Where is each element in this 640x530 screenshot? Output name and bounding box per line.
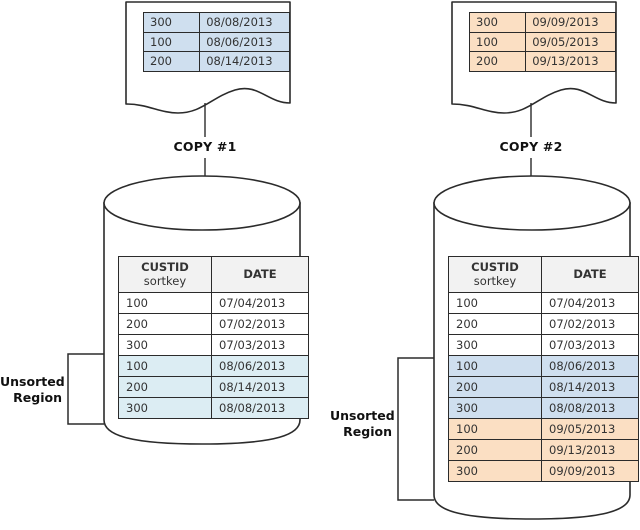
table-row: 200 08/14/2013 — [448, 376, 639, 399]
table-row: 300 08/08/2013 — [142, 12, 290, 33]
cell-date: 09/13/2013 — [541, 439, 639, 462]
database-right-top-ellipse — [433, 175, 631, 231]
table-row: 100 07/04/2013 — [118, 292, 309, 315]
database-left-table-wrap: CUSTID sortkey DATE 100 07/04/2013 200 0… — [118, 255, 309, 420]
cell-custid: 100 — [448, 418, 542, 441]
cell-custid: 300 — [118, 334, 212, 357]
cell-custid: 200 — [448, 313, 542, 336]
table-row: 100 08/06/2013 — [118, 355, 309, 378]
cell-date: 08/14/2013 — [199, 51, 290, 72]
copy-2-label: COPY #2 — [499, 139, 563, 154]
copy-1-table-wrap: 300 08/08/2013 100 08/06/2013 200 08/14/… — [142, 12, 290, 72]
cell-custid: 100 — [118, 355, 212, 378]
table-row: 100 09/05/2013 — [448, 418, 639, 441]
unsorted-region-line-2: Region — [343, 423, 392, 439]
table-row: 100 07/04/2013 — [448, 292, 639, 315]
cell-date: 07/04/2013 — [211, 292, 309, 315]
table-row: 300 09/09/2013 — [448, 460, 639, 483]
table-header-row: CUSTID sortkey DATE — [118, 255, 309, 294]
copy-2-table-wrap: 300 09/09/2013 100 09/05/2013 200 09/13/… — [468, 12, 616, 72]
table-row: 300 07/03/2013 — [118, 334, 309, 357]
table-header-row: CUSTID sortkey DATE — [448, 255, 639, 294]
cell-custid: 100 — [118, 292, 212, 315]
column-header-custid-text: CUSTID — [141, 260, 189, 274]
cell-date: 09/05/2013 — [541, 418, 639, 441]
cell-date: 07/02/2013 — [541, 313, 639, 336]
cell-custid: 100 — [468, 31, 527, 53]
cell-custid: 100 — [448, 292, 542, 315]
cell-custid: 100 — [142, 31, 201, 53]
cell-custid: 200 — [448, 376, 542, 399]
unsorted-region-line-1: Unsorted — [0, 374, 65, 389]
copy-2: 300 09/09/2013 100 09/05/2013 200 09/13/… — [452, 2, 616, 114]
cell-date: 07/02/2013 — [211, 313, 309, 336]
table-row: 300 09/09/2013 — [468, 12, 616, 33]
cell-date: 08/06/2013 — [541, 355, 639, 378]
database-right-table: CUSTID sortkey DATE 100 07/04/2013 200 0… — [448, 255, 639, 483]
column-header-date: DATE — [541, 255, 639, 294]
cell-custid: 300 — [448, 397, 542, 420]
table-row: 200 08/14/2013 — [118, 376, 309, 399]
cell-custid: 300 — [142, 12, 201, 33]
cell-date: 07/03/2013 — [211, 334, 309, 357]
cell-date: 07/04/2013 — [541, 292, 639, 315]
cell-date: 08/06/2013 — [199, 31, 290, 53]
table-row: 200 09/13/2013 — [468, 51, 616, 72]
column-header-custid: CUSTID sortkey — [118, 255, 212, 294]
cell-date: 09/09/2013 — [525, 12, 616, 33]
cell-date: 09/13/2013 — [525, 51, 616, 72]
cell-date: 08/14/2013 — [541, 376, 639, 399]
cell-custid: 200 — [448, 439, 542, 462]
database-left-unsorted-region-label: Unsorted Region — [0, 374, 65, 405]
table-row: 300 07/03/2013 — [448, 334, 639, 357]
column-header-date: DATE — [211, 255, 309, 294]
copy-1: 300 08/08/2013 100 08/06/2013 200 08/14/… — [126, 2, 290, 114]
column-header-sortkey-text: sortkey — [473, 273, 517, 288]
database-left-table: CUSTID sortkey DATE 100 07/04/2013 200 0… — [118, 255, 309, 420]
cell-date: 08/06/2013 — [211, 355, 309, 378]
cell-date: 09/09/2013 — [541, 460, 639, 483]
copy-1-table: 300 08/08/2013 100 08/06/2013 200 08/14/… — [142, 12, 290, 72]
cell-custid: 300 — [448, 460, 542, 483]
column-header-custid: CUSTID sortkey — [448, 255, 542, 294]
cell-custid: 300 — [468, 12, 527, 33]
database-right-table-wrap: CUSTID sortkey DATE 100 07/04/2013 200 0… — [448, 255, 639, 483]
cell-custid: 100 — [448, 355, 542, 378]
table-row: 100 09/05/2013 — [468, 31, 616, 53]
cell-date: 07/03/2013 — [541, 334, 639, 357]
cell-custid: 200 — [118, 313, 212, 336]
table-row: 100 08/06/2013 — [142, 31, 290, 53]
cell-date: 08/08/2013 — [541, 397, 639, 420]
table-row: 300 08/08/2013 — [448, 397, 639, 420]
table-row: 200 09/13/2013 — [448, 439, 639, 462]
database-right-unsorted-region-label: Unsorted Region — [330, 408, 395, 439]
cell-date: 08/08/2013 — [199, 12, 290, 33]
cell-date: 08/14/2013 — [211, 376, 309, 399]
database-right-unsorted-bracket — [397, 357, 434, 501]
table-row: 200 07/02/2013 — [118, 313, 309, 336]
database-left-top-ellipse — [103, 175, 301, 231]
table-row: 300 08/08/2013 — [118, 397, 309, 420]
cell-custid: 200 — [118, 376, 212, 399]
cell-custid: 200 — [142, 51, 201, 72]
table-row: 200 08/14/2013 — [142, 51, 290, 72]
table-row: 200 07/02/2013 — [448, 313, 639, 336]
copy-1-label: COPY #1 — [173, 139, 237, 154]
cell-custid: 300 — [448, 334, 542, 357]
table-row: 100 08/06/2013 — [448, 355, 639, 378]
database-left-unsorted-bracket — [67, 353, 104, 425]
cell-custid: 300 — [118, 397, 212, 420]
cell-custid: 200 — [468, 51, 527, 72]
unsorted-region-line-1: Unsorted — [330, 408, 395, 423]
cell-date: 08/08/2013 — [211, 397, 309, 420]
copy-2-table: 300 09/09/2013 100 09/05/2013 200 09/13/… — [468, 12, 616, 72]
unsorted-region-line-2: Region — [13, 389, 62, 405]
cell-date: 09/05/2013 — [525, 31, 616, 53]
column-header-sortkey-text: sortkey — [143, 273, 187, 288]
column-header-custid-text: CUSTID — [471, 260, 519, 274]
